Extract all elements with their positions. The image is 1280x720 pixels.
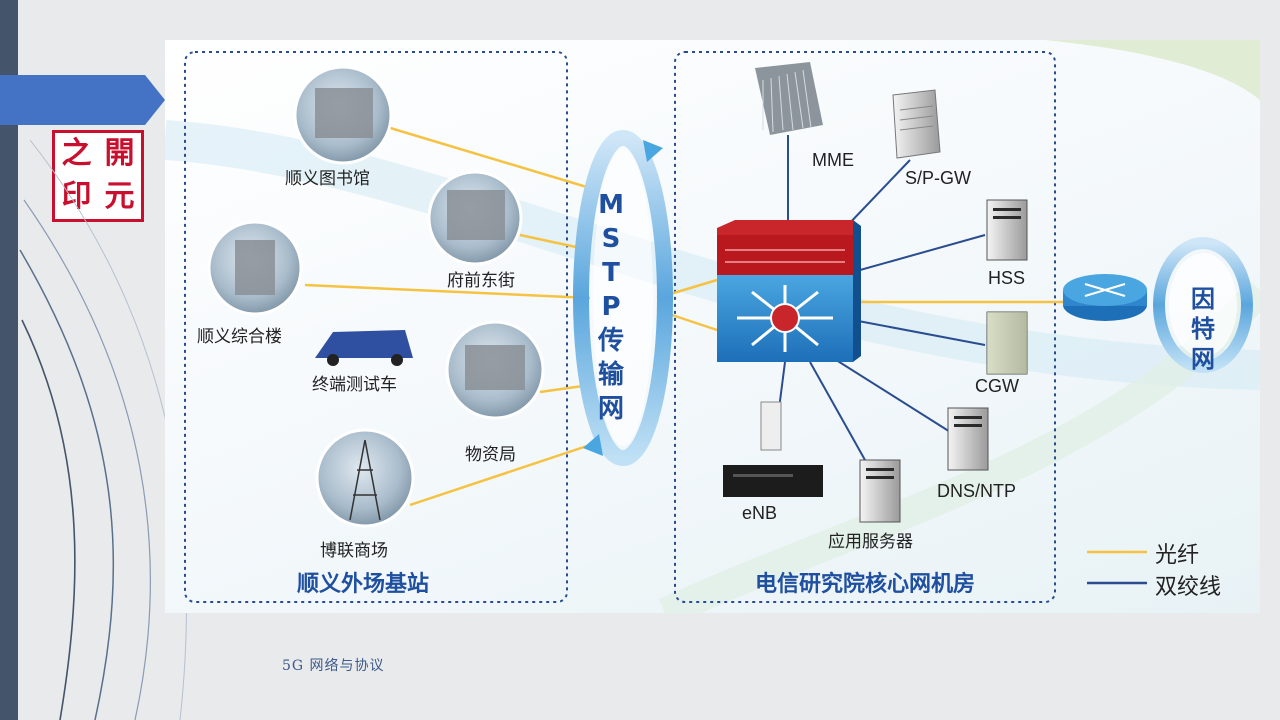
app-server-label: 应用服务器: [828, 532, 913, 552]
site-label-complex: 顺义综合楼: [197, 327, 282, 347]
spgw-label: S/P-GW: [905, 168, 971, 188]
enb-device: [723, 401, 823, 497]
internet-router: [1063, 274, 1147, 321]
site-label-bolian: 博联商场: [320, 541, 388, 561]
enb-label: eNB: [742, 503, 778, 523]
cgw-label: CGW: [975, 376, 1019, 396]
dns-ntp-label: DNS/NTP: [937, 481, 1017, 501]
mstp-ring: [573, 130, 673, 466]
internet-label: 因 特 网: [1183, 284, 1223, 374]
seal-char: 印: [61, 179, 92, 214]
test-vehicle-van: [315, 330, 413, 366]
left-accent-bar: [0, 0, 18, 720]
internet-char: 因: [1191, 285, 1215, 313]
core-room-group-box: [674, 51, 1056, 603]
mme-chassis: [755, 62, 823, 135]
mme-label: MME: [812, 150, 854, 170]
site-label-library: 顺义图书馆: [285, 169, 370, 189]
mstp-label: M S T P 传 输 网: [590, 188, 632, 426]
title-arrow-tab: [0, 75, 165, 125]
left-section-title: 顺义外场基站: [297, 572, 430, 597]
seal-char: 元: [104, 179, 135, 214]
internet-char: 网: [1191, 345, 1215, 373]
footer-course-title: 5G 网络与协议: [282, 658, 385, 674]
mstp-char: 传: [597, 326, 624, 356]
site-label-materials: 物资局: [465, 445, 516, 465]
legend-twisted-label: 双绞线: [1155, 575, 1222, 600]
seal-logo: 之 開 印 元: [52, 130, 144, 222]
mstp-char: 输: [597, 360, 624, 390]
mstp-char: M: [598, 190, 624, 220]
right-section-title: 电信研究院核心网机房: [755, 572, 976, 597]
diagram-graphics: [165, 40, 1260, 613]
site-label-test-vehicle: 终端测试车: [312, 375, 397, 395]
mstp-char: P: [601, 292, 621, 322]
spgw-chassis: [892, 89, 941, 159]
network-diagram: 顺义图书馆 府前东街 顺义综合楼 终端测试车 物资局 博联商场 顺义外场基站 电…: [165, 40, 1260, 613]
seal-char: 開: [104, 136, 135, 171]
internet-ring: [1153, 237, 1253, 373]
seal-char: 之: [61, 136, 92, 171]
mstp-char: T: [602, 258, 620, 288]
twisted-pair-links: [774, 135, 986, 461]
core-switch: [717, 220, 861, 362]
hss-label: HSS: [988, 268, 1026, 288]
mstp-char: 网: [597, 394, 624, 424]
site-label-fuqian: 府前东街: [447, 271, 515, 291]
mstp-char: S: [601, 224, 621, 254]
legend-fiber-label: 光纤: [1155, 543, 1200, 568]
internet-char: 特: [1191, 315, 1215, 343]
